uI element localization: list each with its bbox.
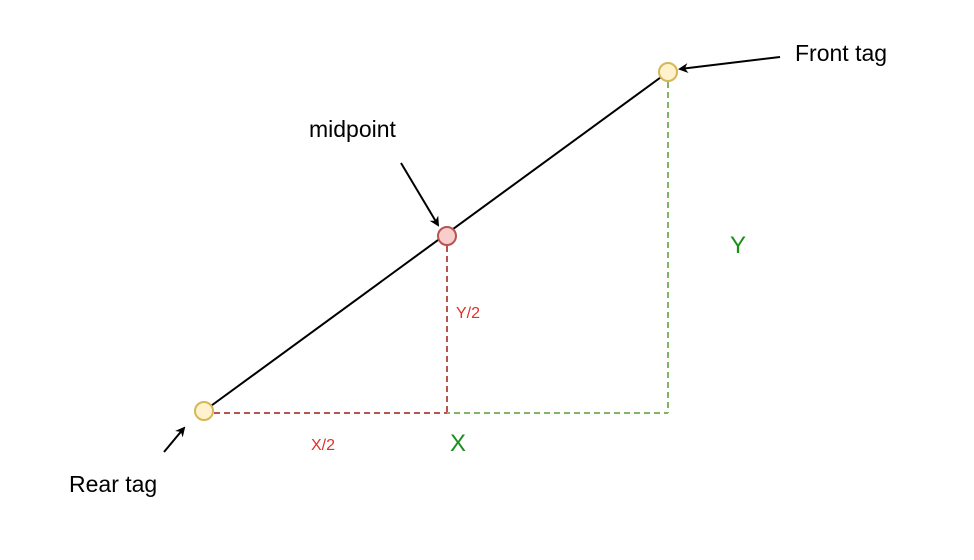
front-tag-label: Front tag [795,40,888,66]
rear-tag-arrow [163,426,186,453]
x-label: X [450,430,467,457]
x-half-label: X/2 [311,437,336,454]
y-label: Y [730,232,747,259]
rear-tag-label: Rear tag [69,471,158,497]
tag-connector-line [203,71,669,412]
front-tag-marker [658,62,678,82]
midpoint-marker [437,226,457,246]
rear-tag-marker [194,401,214,421]
front-tag-arrow [678,56,781,74]
midpoint-arrow [400,162,440,227]
y-half-label: Y/2 [456,305,481,322]
midpoint-label: midpoint [309,116,396,142]
